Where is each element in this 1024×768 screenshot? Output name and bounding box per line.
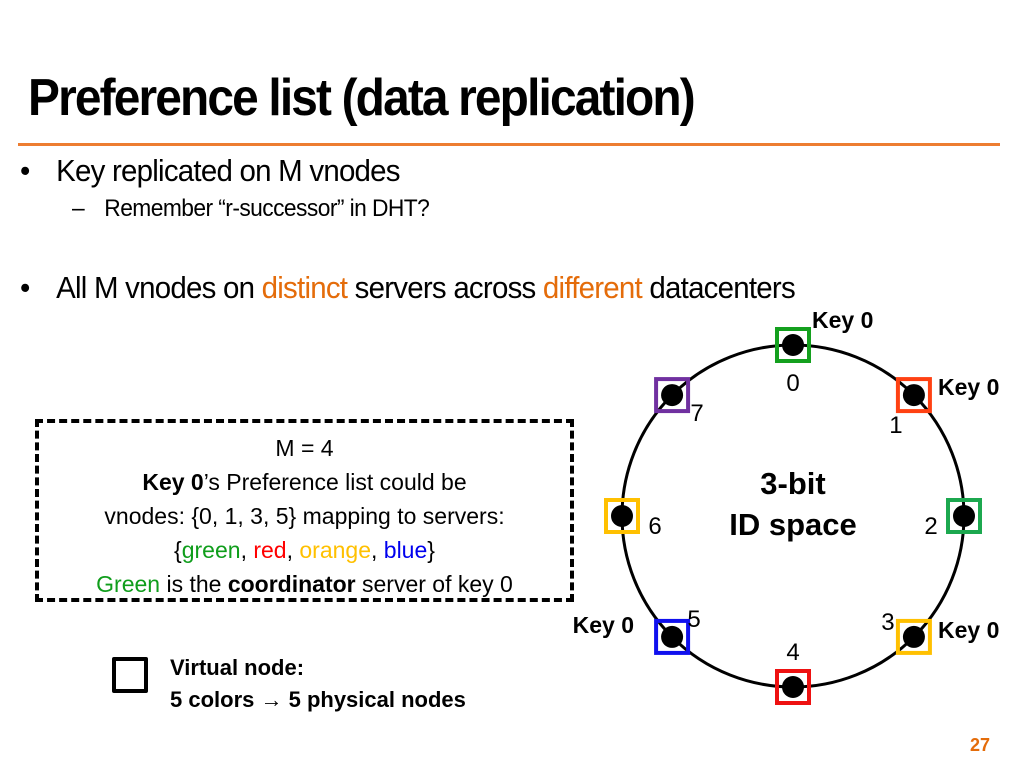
vnode-id-label: 0 xyxy=(786,370,799,397)
vnode-dot xyxy=(902,384,925,407)
separator: , xyxy=(286,537,300,563)
vnode-7: 7 xyxy=(654,377,704,427)
key0-bold: Key 0 xyxy=(142,469,204,495)
key0-label: Key 0 xyxy=(812,307,873,333)
vnode-dot xyxy=(782,676,804,698)
vnode-square xyxy=(604,498,640,534)
title-underline xyxy=(18,143,1000,146)
sub-bullet-r-successor: –Remember “r-successor” in DHT? xyxy=(72,195,430,223)
bullet-text-part: datacenters xyxy=(641,270,795,305)
server-green: green xyxy=(181,537,241,563)
callout-vnodes-line: vnodes: {0, 1, 3, 5} mapping to servers: xyxy=(104,503,505,529)
callout-preference-line: Key 0’s Preference list could be xyxy=(39,465,570,499)
vnode-id-label: 2 xyxy=(924,513,937,540)
vnode-id-label: 7 xyxy=(690,400,703,427)
separator: , xyxy=(371,537,384,563)
server-red: red xyxy=(253,537,287,563)
vnode-dot xyxy=(902,625,925,648)
brace: { xyxy=(174,537,182,563)
vnode-5: 5 Key 0 xyxy=(573,606,701,655)
vnode-dot xyxy=(611,505,633,527)
vnode-dot xyxy=(953,505,975,527)
vnode-square xyxy=(654,377,691,414)
legend-line-2: 5 colors → 5 physical nodes xyxy=(170,687,466,712)
brace: } xyxy=(427,537,435,563)
server-blue: blue xyxy=(383,537,428,563)
ring-center-line-2: ID space xyxy=(729,507,857,542)
vnode-id-label: 1 xyxy=(889,412,902,439)
bullet-text-part: All M vnodes on xyxy=(56,270,262,305)
bullet-key-replicated: • Key replicated on M vnodes xyxy=(20,153,401,189)
ring-center-line-1: 3-bit xyxy=(760,466,825,501)
bullet-marker: • xyxy=(20,270,30,305)
vnode-dot xyxy=(782,334,804,356)
vnode-dot xyxy=(661,384,684,407)
vnode-id-label: 6 xyxy=(648,513,661,540)
vnode-square xyxy=(654,618,691,655)
page-number: 27 xyxy=(970,735,991,755)
key0-label: Key 0 xyxy=(573,612,634,638)
separator: , xyxy=(240,537,254,563)
vnode-square xyxy=(895,618,932,655)
coordinator-bold: coordinator xyxy=(227,571,356,597)
vnode-dot xyxy=(661,625,684,648)
highlight-different: different xyxy=(542,270,643,305)
legend-text: Virtual node: 5 colors → 5 physical node… xyxy=(170,652,466,716)
slide-title: Preference list (data replication) xyxy=(28,69,696,127)
vnode-id-label: 4 xyxy=(786,639,799,666)
bullet-text-part: servers across xyxy=(347,270,543,305)
vnode-square xyxy=(946,498,982,534)
green-word: Green xyxy=(96,571,161,597)
callout-coordinator-line: Green is the coordinator server of key 0 xyxy=(39,567,570,601)
virtual-node-legend-square-icon xyxy=(112,657,148,693)
vnode-square xyxy=(895,377,932,414)
vnode-0: 0 Key 0 xyxy=(775,307,873,397)
sub-bullet-text: Remember “r-successor” in DHT? xyxy=(104,195,430,222)
callout-text: server of key 0 xyxy=(355,571,513,597)
vnode-2: 2 xyxy=(924,498,982,540)
highlight-distinct: distinct xyxy=(261,270,348,305)
vnode-3: 3 Key 0 xyxy=(881,609,999,655)
vnode-square xyxy=(775,327,811,363)
callout-servers-line: {green, red, orange, blue} xyxy=(39,533,570,567)
vnode-4: 4 xyxy=(775,639,811,705)
key0-label: Key 0 xyxy=(938,374,999,400)
callout-text: is the xyxy=(160,571,228,597)
vnode-square xyxy=(775,669,811,705)
vnode-id-label: 5 xyxy=(687,606,700,633)
bullet-marker: • xyxy=(20,153,30,188)
legend-line-1: Virtual node: xyxy=(170,655,305,680)
sub-bullet-marker: – xyxy=(72,195,85,222)
vnode-id-label: 3 xyxy=(881,609,894,636)
callout-text: ’s Preference list could be xyxy=(203,469,467,495)
bullet-distinct-servers: • All M vnodes on distinct servers across… xyxy=(20,270,796,306)
bullet-text: Key replicated on M vnodes xyxy=(56,153,400,188)
server-orange: orange xyxy=(299,537,371,563)
vnode-6: 6 xyxy=(604,498,662,540)
preference-list-callout: M = 4 Key 0’s Preference list could be v… xyxy=(35,419,574,602)
callout-m-value: M = 4 xyxy=(275,435,334,461)
vnode-1: 1 Key 0 xyxy=(889,374,999,439)
key0-label: Key 0 xyxy=(938,617,999,643)
